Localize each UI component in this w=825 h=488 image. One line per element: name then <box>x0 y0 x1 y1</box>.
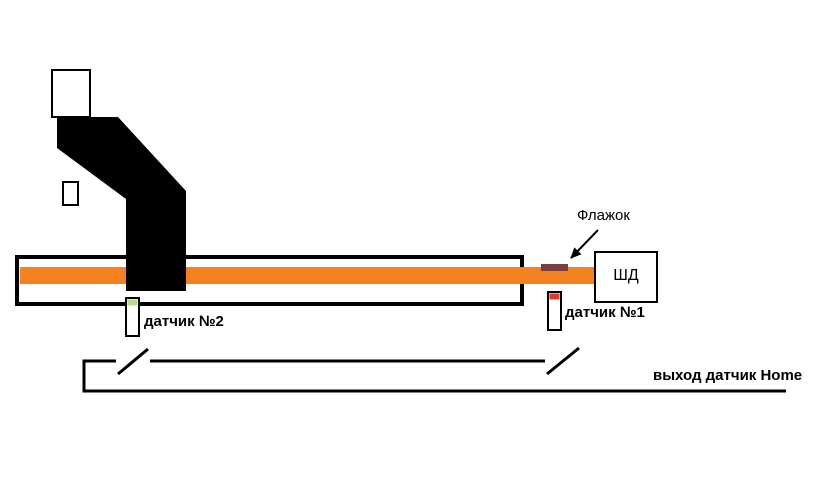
sensor-1-label: датчик №1 <box>565 304 645 321</box>
tool-head-block <box>51 69 91 118</box>
tool-tip-block <box>62 181 79 206</box>
flag-marker <box>541 264 568 271</box>
flag-arrow <box>570 229 599 259</box>
carriage-arm <box>57 117 186 291</box>
sensor-1-body <box>547 291 562 331</box>
sensor-2-body <box>125 297 140 337</box>
home-output-label: выход датчик Home <box>653 367 803 384</box>
motor-label: ШД <box>613 267 639 284</box>
circuit-common-wire <box>82 359 786 393</box>
lead-screw-rail <box>20 267 595 284</box>
stepper-motor-box <box>594 251 658 303</box>
sensor-1-indicator <box>549 293 560 300</box>
sensor-2-indicator <box>127 299 138 306</box>
switch-2-blade <box>546 346 580 376</box>
flag-label: Флажок <box>577 207 630 224</box>
switch-1-blade <box>117 347 149 376</box>
sensor-2-label: датчик №2 <box>144 313 224 330</box>
